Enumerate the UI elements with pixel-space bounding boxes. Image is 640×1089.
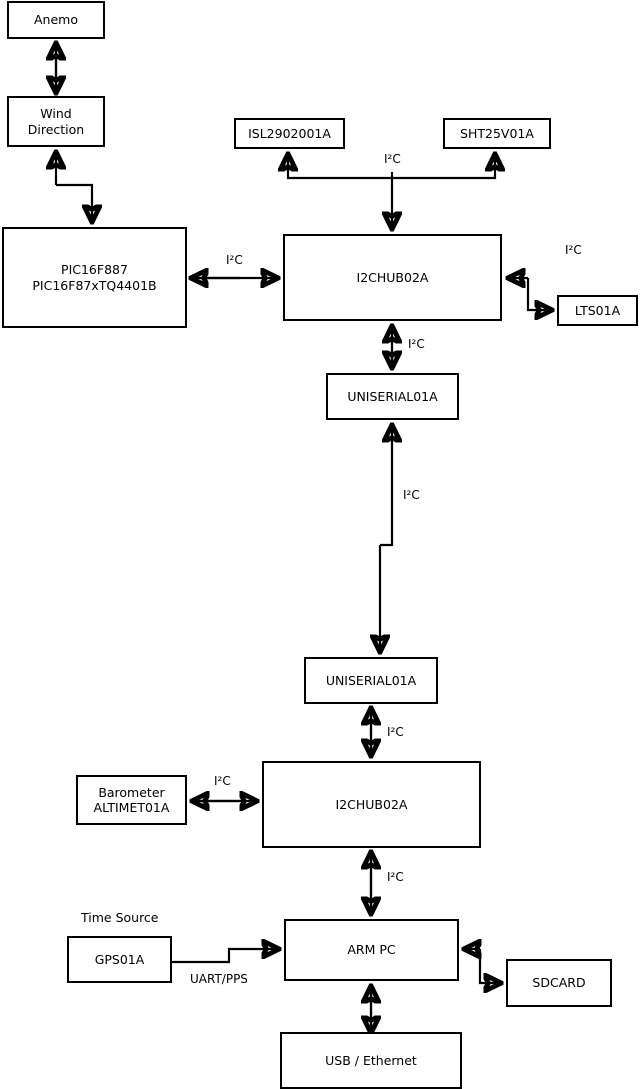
- edge-label-pic-hub: I²C: [226, 253, 243, 267]
- wire-uniserial-link-up: [380, 426, 392, 547]
- edge-label-hub-lts: I²C: [565, 243, 582, 257]
- wire-armpc-to-sdcard: [478, 949, 500, 983]
- edge-label-gps-armpc: UART/PPS: [190, 972, 248, 986]
- node-uniserial01a-top[interactable]: UNISERIAL01A: [326, 373, 459, 420]
- node-gps01a[interactable]: GPS01A: [67, 936, 172, 983]
- node-usb-ethernet[interactable]: USB / Ethernet: [280, 1032, 462, 1089]
- wire-wind-to-pic-down: [56, 183, 92, 221]
- edge-label-barometer-hub: I²C: [214, 774, 231, 788]
- edge-label-hub-uniserial: I²C: [408, 337, 425, 351]
- node-uniserial01a-bottom[interactable]: UNISERIAL01A: [304, 657, 438, 704]
- edge-label-hub-sensors: I²C: [384, 152, 401, 166]
- node-i2chub02a-top[interactable]: I2CHUB02A: [283, 234, 502, 321]
- edge-label-uniserial-link: I²C: [403, 488, 420, 502]
- node-sdcard[interactable]: SDCARD: [506, 959, 612, 1007]
- node-barometer-altimet01a[interactable]: Barometer ALTIMET01A: [76, 775, 187, 825]
- label-time-source: Time Source: [81, 910, 159, 925]
- node-i2chub02a-bottom[interactable]: I2CHUB02A: [262, 761, 481, 848]
- wire-gps-to-armpc: [172, 949, 278, 964]
- node-sht25v01a[interactable]: SHT25V01A: [443, 118, 551, 149]
- wire-hub-to-isl: [288, 155, 392, 180]
- node-anemo[interactable]: Anemo: [7, 1, 105, 39]
- wire-hub-to-lts: [526, 278, 551, 310]
- node-pic-mcu[interactable]: PIC16F887 PIC16F87xTQ4401B: [2, 227, 187, 328]
- edge-label-uniserial-hub-bottom: I²C: [387, 725, 404, 739]
- node-isl2902001a[interactable]: ISL2902001A: [234, 118, 345, 149]
- node-arm-pc[interactable]: ARM PC: [284, 919, 459, 981]
- edge-label-hub-armpc: I²C: [387, 870, 404, 884]
- node-wind-direction[interactable]: Wind Direction: [7, 96, 105, 147]
- node-lts01a[interactable]: LTS01A: [557, 295, 638, 326]
- wire-hub-to-sht: [392, 155, 495, 180]
